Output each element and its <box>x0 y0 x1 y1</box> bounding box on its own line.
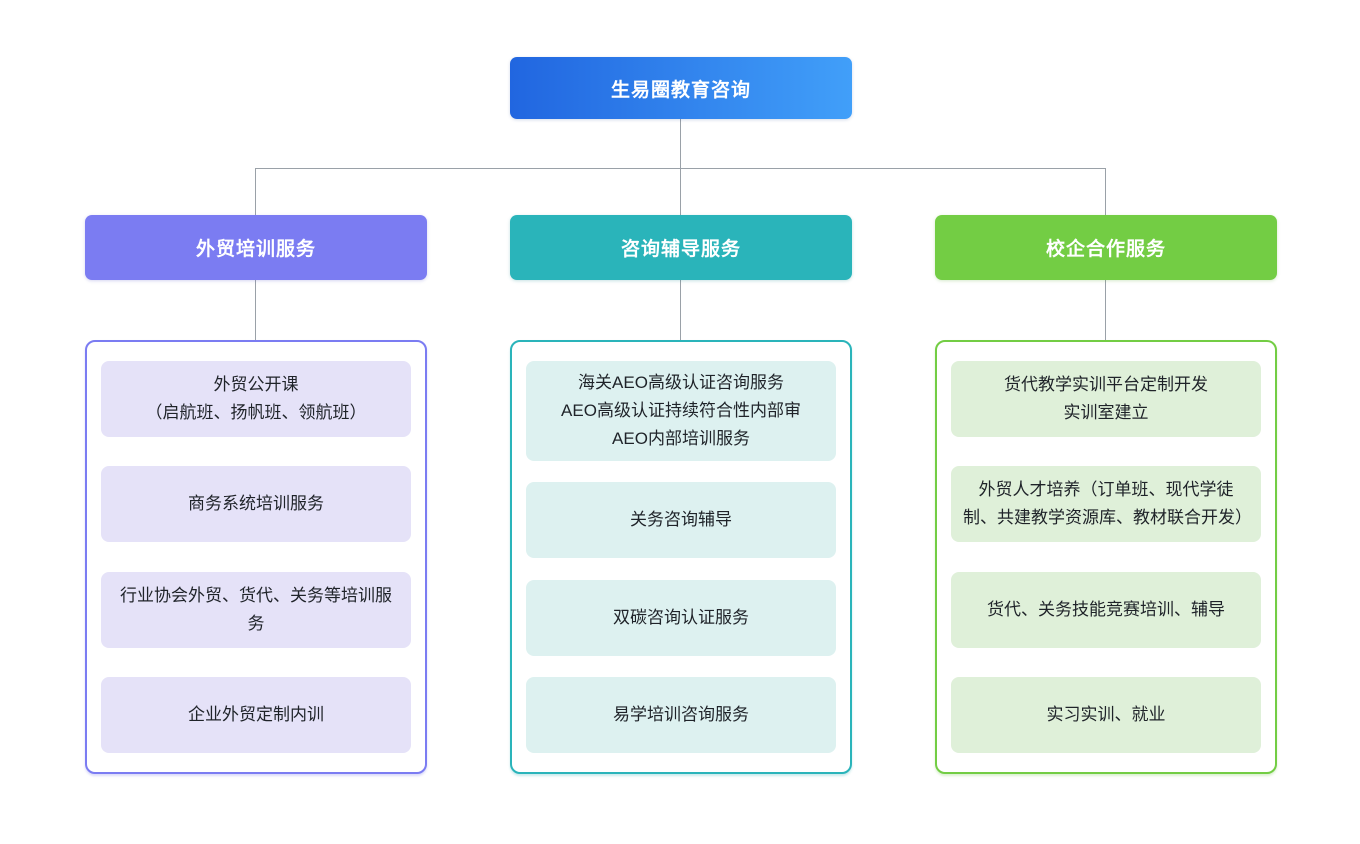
leaf-item[interactable]: 货代教学实训平台定制开发 实训室建立 <box>951 361 1261 437</box>
leaf-item[interactable]: 企业外贸定制内训 <box>101 676 411 753</box>
leaf-item[interactable]: 关务咨询辅导 <box>526 482 836 559</box>
root-node[interactable]: 生易圈教育咨询 <box>510 57 852 119</box>
branch-container-trade-training: 外贸公开课 （启航班、扬帆班、领航班） 商务系统培训服务 行业协会外贸、货代、关… <box>85 340 427 774</box>
connector-root-stem <box>680 119 681 168</box>
branch-label: 校企合作服务 <box>1045 239 1166 260</box>
leaf-item[interactable]: 货代、关务技能竞赛培训、辅导 <box>951 571 1261 648</box>
branch-container-school-enterprise: 货代教学实训平台定制开发 实训室建立 外贸人才培养（订单班、现代学徒制、共建教学… <box>935 340 1277 774</box>
leaf-item[interactable]: 实习实训、就业 <box>951 676 1261 753</box>
branch-node-consulting-coaching[interactable]: 咨询辅导服务 <box>510 215 852 280</box>
connector-drop-middle <box>680 168 681 215</box>
leaf-item[interactable]: 海关AEO高级认证咨询服务 AEO高级认证持续符合性内部审 AEO内部培训服务 <box>526 361 836 461</box>
connector-branch-right-stem <box>1105 280 1106 340</box>
leaf-item[interactable]: 外贸人才培养（订单班、现代学徒制、共建教学资源库、教材联合开发） <box>951 466 1261 543</box>
connector-drop-left <box>255 168 256 215</box>
connector-branch-middle-stem <box>680 280 681 340</box>
leaf-item[interactable]: 易学培训咨询服务 <box>526 676 836 753</box>
branch-label: 外贸培训服务 <box>195 239 316 260</box>
root-node-label: 生易圈教育咨询 <box>610 79 751 101</box>
branch-node-school-enterprise[interactable]: 校企合作服务 <box>935 215 1277 280</box>
leaf-item[interactable]: 双碳咨询认证服务 <box>526 579 836 656</box>
branch-node-trade-training[interactable]: 外贸培训服务 <box>85 215 427 280</box>
connector-branch-left-stem <box>255 280 256 340</box>
connector-drop-right <box>1105 168 1106 215</box>
branch-container-consulting-coaching: 海关AEO高级认证咨询服务 AEO高级认证持续符合性内部审 AEO内部培训服务 … <box>510 340 852 774</box>
branch-label: 咨询辅导服务 <box>620 239 741 260</box>
leaf-item[interactable]: 商务系统培训服务 <box>101 466 411 543</box>
leaf-item[interactable]: 行业协会外贸、货代、关务等培训服务 <box>101 571 411 648</box>
leaf-item[interactable]: 外贸公开课 （启航班、扬帆班、领航班） <box>101 361 411 437</box>
